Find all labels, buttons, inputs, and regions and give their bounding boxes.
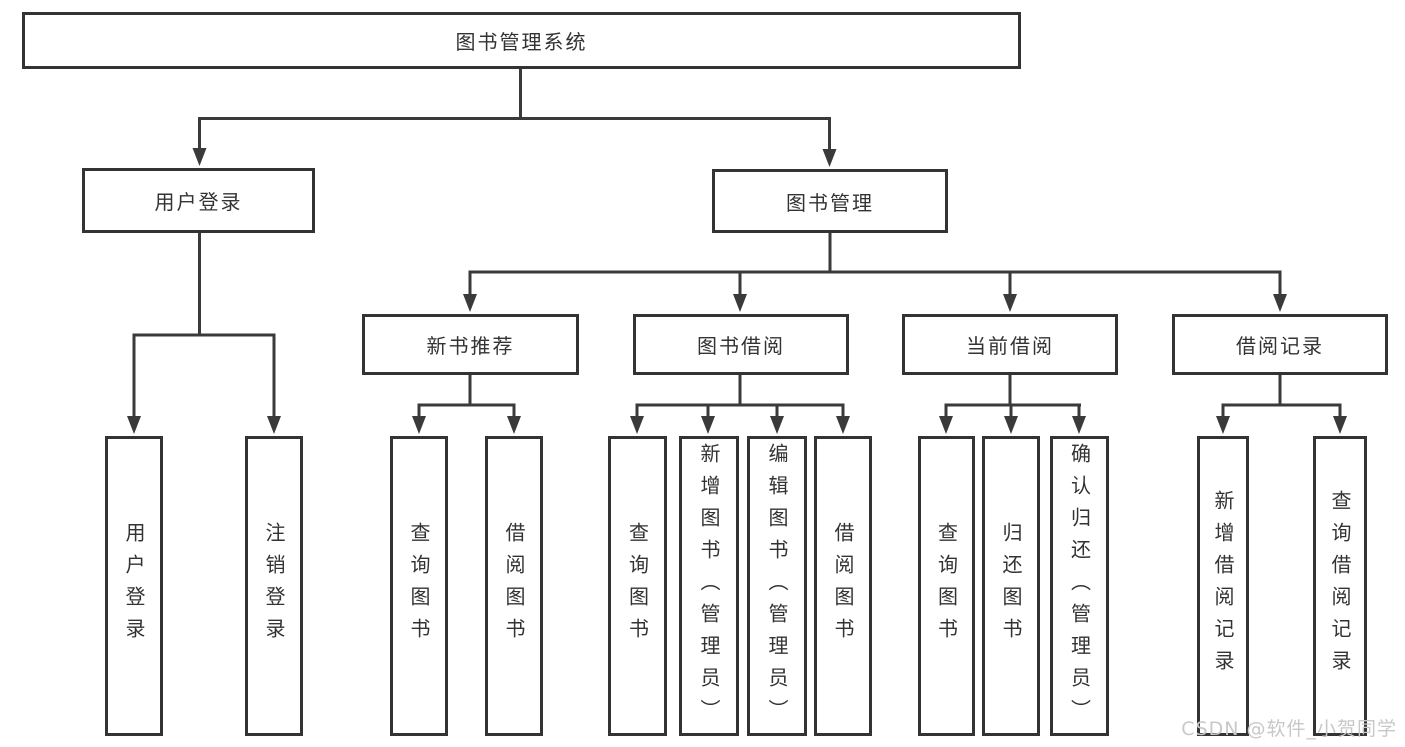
leaf-user-login: 用户登录 bbox=[105, 436, 163, 736]
node-borrow-records: 借阅记录 bbox=[1172, 314, 1388, 375]
leaf-return-books: 归还图书 bbox=[982, 436, 1040, 736]
leaf-query-borrow-record: 查询借阅记录 bbox=[1313, 436, 1367, 736]
watermark: CSDN @软件_小贺同学 bbox=[1181, 718, 1397, 740]
leaf-logout: 注销登录 bbox=[245, 436, 303, 736]
leaf-borrow-books-recommend: 借阅图书 bbox=[485, 436, 543, 736]
leaf-query-books-current: 查询图书 bbox=[918, 436, 975, 736]
node-root: 图书管理系统 bbox=[22, 12, 1021, 69]
leaf-edit-book-admin: 编辑图书（管理员） bbox=[747, 436, 807, 736]
node-user-login-group: 用户登录 bbox=[82, 168, 315, 233]
leaf-borrow-books: 借阅图书 bbox=[814, 436, 872, 736]
leaf-query-books-recommend: 查询图书 bbox=[390, 436, 448, 736]
node-book-management: 图书管理 bbox=[712, 169, 948, 233]
leaf-query-books-borrow: 查询图书 bbox=[608, 436, 667, 736]
leaf-add-book-admin: 新增图书（管理员） bbox=[679, 436, 739, 736]
leaf-add-borrow-record: 新增借阅记录 bbox=[1197, 436, 1249, 736]
node-book-borrow: 图书借阅 bbox=[633, 314, 849, 375]
leaf-confirm-return-admin: 确认归还（管理员） bbox=[1050, 436, 1109, 736]
node-current-borrow: 当前借阅 bbox=[902, 314, 1118, 375]
node-new-book-recommend: 新书推荐 bbox=[362, 314, 579, 375]
